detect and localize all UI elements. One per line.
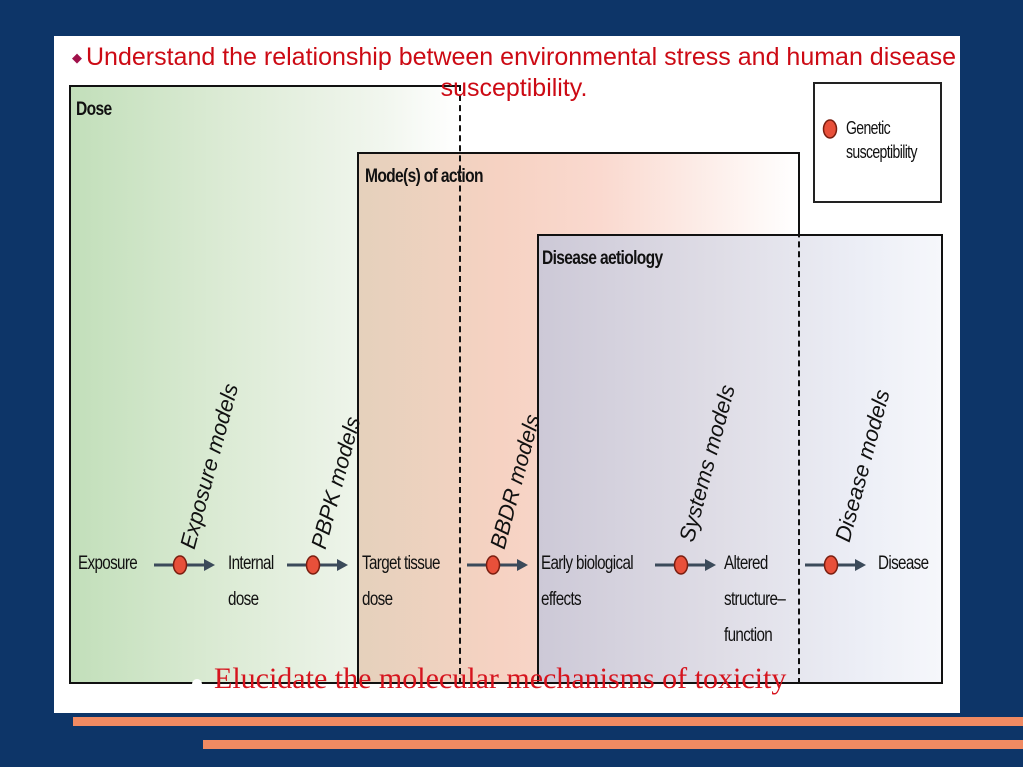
legend-label: Genetic susceptibility <box>846 118 917 162</box>
step-altered-line2: structure– <box>724 589 786 610</box>
accent-stripe-upper <box>73 717 1023 726</box>
step-altered-line3: function <box>724 625 773 646</box>
bottom-bullet-text: Elucidate the molecular mechanisms of to… <box>214 662 787 695</box>
genetic-susceptibility-marker-icon <box>822 119 838 139</box>
disease-aetiology-title: Disease aetiology <box>542 248 663 269</box>
step-early-effects-line1: Early biological <box>541 553 634 574</box>
disease-aetiology-box: Disease aetiology <box>537 234 943 684</box>
arrow-internal-to-target-dose-icon <box>287 555 348 575</box>
diagram-baseline <box>69 682 943 684</box>
step-disease: Disease <box>878 553 929 574</box>
legend-box: Genetic susceptibility <box>813 82 942 203</box>
bottom-bullet-icon <box>192 679 202 689</box>
step-early-effects-line2: effects <box>541 589 582 610</box>
step-internal-dose-line1: Internal <box>228 553 274 574</box>
step-internal-dose-line2: dose <box>228 589 259 610</box>
dose-box-title: Dose <box>76 99 112 120</box>
step-exposure: Exposure <box>78 553 138 574</box>
arrow-early-effects-to-altered-icon <box>655 555 716 575</box>
dashed-divider-left <box>459 85 461 684</box>
arrow-exposure-to-internal-dose-icon <box>154 555 215 575</box>
slide-title: ◆ Understand the relationship between env… <box>60 42 968 104</box>
step-target-tissue-line1: Target tissue <box>362 553 441 574</box>
dashed-divider-right <box>798 152 800 684</box>
arrow-altered-to-disease-icon <box>805 555 866 575</box>
slide-title-text: Understand the relationship between envi… <box>86 43 956 102</box>
step-altered-line1: Altered <box>724 553 768 574</box>
mode-of-action-title: Mode(s) of action <box>365 166 483 187</box>
accent-stripe-lower <box>203 740 1023 749</box>
arrow-target-to-early-effects-icon <box>467 555 528 575</box>
step-target-tissue-line2: dose <box>362 589 393 610</box>
title-bullet-icon: ◆ <box>72 50 82 65</box>
